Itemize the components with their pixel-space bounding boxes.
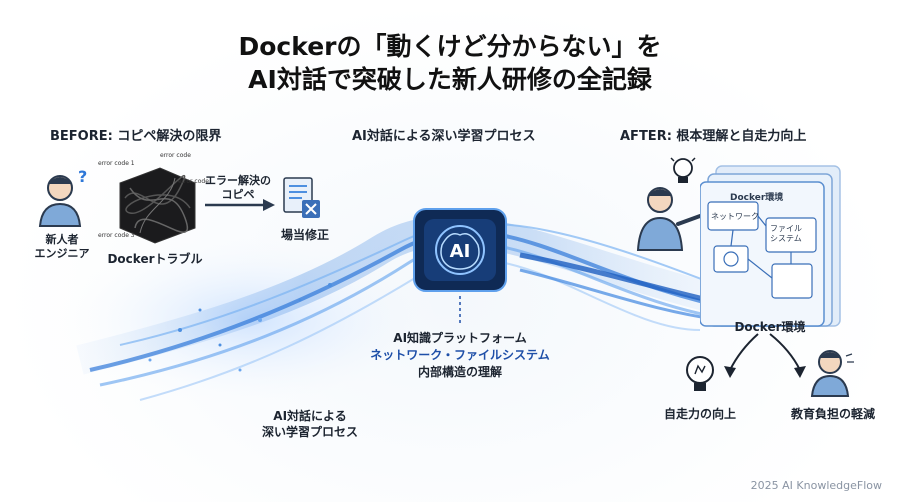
engineer-label: 新人者 エンジニア	[34, 233, 90, 260]
temp-fix-label: 場当修正	[280, 228, 329, 242]
mentor-icon	[810, 350, 854, 397]
error-code-1: error code 1	[98, 160, 135, 167]
self-growth-lightbulb-icon	[686, 356, 714, 391]
network-label: ネットワーク	[711, 212, 759, 221]
error-code-2: error code	[160, 152, 191, 159]
page-title: Dockerの「動くけど分からない」を AI対話で突破した新人研修の全記録	[0, 30, 900, 96]
dotted-connector	[459, 296, 461, 326]
self-growth-label: 自走力の向上	[663, 407, 736, 421]
engineer-icon: ?	[38, 168, 87, 227]
filesystem-label: ファイル システム	[770, 224, 802, 243]
stream-label: AI対話による 深い学習プロセス	[261, 409, 358, 439]
error-code-4: error code	[178, 178, 209, 185]
confident-engineer-icon	[636, 187, 702, 251]
docker-env-label: Docker環境	[734, 320, 806, 334]
section-before-title: BEFORE: コピペ解決の限界	[50, 129, 222, 144]
section-after-title: AFTER: 根本理解と自走力向上	[620, 129, 807, 144]
branch-arrows	[724, 333, 806, 378]
ai-badge-text: AI	[450, 241, 471, 262]
docker-trouble-label: Dockerトラブル	[107, 252, 203, 266]
arrow-right-icon	[205, 199, 275, 211]
ai-platform-line-1: AI知識プラットフォーム	[393, 331, 527, 345]
lightbulb-icon	[670, 157, 696, 183]
edu-burden-label: 教育負担の軽減	[790, 407, 875, 421]
title-line-2: AI対話で突破した新人研修の全記録	[248, 65, 652, 94]
docker-trouble-cube-icon	[119, 167, 196, 244]
footer-credit: 2025 AI KnowledgeFlow	[750, 479, 882, 492]
ai-platform-line-2: ネットワーク・ファイルシステム	[370, 348, 550, 362]
ai-platform-line-3: 内部構造の理解	[417, 365, 502, 379]
section-middle-title: AI対話による深い学習プロセス	[352, 129, 536, 144]
docker-environment-panel	[700, 165, 841, 327]
ai-platform-caption: AI知識プラットフォーム ネットワーク・ファイルシステム 内部構造の理解	[330, 330, 590, 381]
error-code-3: error code 3	[98, 232, 135, 239]
title-line-1: Dockerの「動くけど分からない」を	[238, 32, 662, 61]
svg-text:?: ?	[78, 168, 87, 186]
ai-brain-chip-icon: AI	[413, 208, 507, 292]
panel-title: Docker環境	[730, 193, 784, 203]
copy-paste-label: エラー解決の コピペ	[205, 174, 271, 201]
temp-fix-document-icon	[283, 177, 320, 218]
